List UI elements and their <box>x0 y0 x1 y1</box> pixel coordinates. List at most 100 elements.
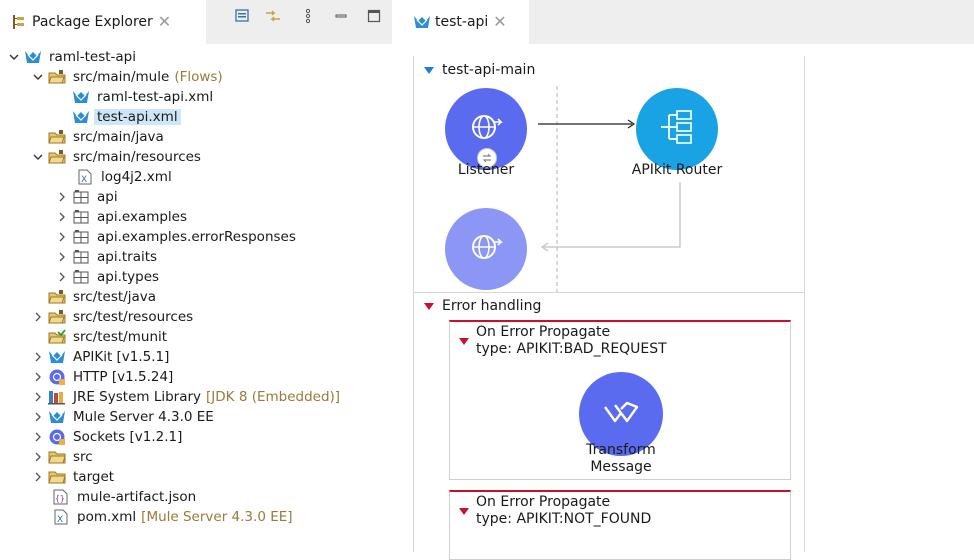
tree-item-log4j2-xml[interactable]: X log4j2.xml <box>74 167 175 187</box>
collapse-triangle-icon[interactable] <box>424 302 434 310</box>
tree-item-decoration: [JDK 8 (Embedded)] <box>206 389 341 405</box>
router-icon <box>657 109 697 149</box>
tree-item-label: pom.xml <box>77 509 137 525</box>
tree-item-target[interactable]: target <box>30 467 117 487</box>
chevron-right-icon[interactable] <box>54 227 70 247</box>
chevron-down-icon[interactable] <box>30 147 46 167</box>
tree-item-src-test-munit[interactable]: src/test/munit <box>46 327 170 347</box>
transform-icon <box>601 397 641 431</box>
tree-item-api-traits[interactable]: api.traits <box>54 247 160 267</box>
chevron-right-icon[interactable] <box>30 427 46 447</box>
transform-message-node[interactable] <box>579 372 663 456</box>
tree-item-api-examples-errorresponses[interactable]: api.examples.errorResponses <box>54 227 299 247</box>
on-error-title: On Error Propagate <box>476 494 611 510</box>
tab-test-api[interactable]: test-api ✕ <box>401 0 529 44</box>
chevron-right-icon[interactable] <box>30 467 46 487</box>
tree-item-src-main-mule[interactable]: src/main/mule (Flows) <box>30 67 223 87</box>
package-icon <box>70 267 92 287</box>
chevron-right-icon[interactable] <box>30 347 46 367</box>
editor-tab-title: test-api <box>435 14 489 30</box>
minimize-icon[interactable] <box>331 6 351 26</box>
svg-text:X: X <box>81 175 87 185</box>
tree-item-label: src/test/java <box>73 289 157 305</box>
chevron-right-icon[interactable] <box>30 387 46 407</box>
source-folder-icon <box>46 287 68 307</box>
tree-item-mule-artifact-json[interactable]: {} mule-artifact.json <box>50 487 199 507</box>
mule-config-icon <box>70 87 92 107</box>
tree-item-pom-xml[interactable]: X pom.xml [Mule Server 4.3.0 EE] <box>50 507 293 527</box>
flow-header[interactable]: test-api-main <box>424 62 535 78</box>
close-icon[interactable]: ✕ <box>493 12 507 31</box>
mule-library-icon <box>46 347 68 367</box>
tree-item-test-api-xml[interactable]: test-api.xml <box>70 107 181 127</box>
close-icon[interactable]: ✕ <box>157 12 172 31</box>
tree-item-label: api.types <box>97 269 160 285</box>
tree-item-src-main-resources[interactable]: src/main/resources <box>30 147 204 167</box>
connector-library-icon <box>46 367 68 387</box>
tab-package-explorer[interactable]: Package Explorer ✕ <box>0 0 206 44</box>
tree-item-label: api.traits <box>97 249 158 265</box>
tree-item-raml-test-api-xml[interactable]: raml-test-api.xml <box>70 87 216 107</box>
tree-item-http[interactable]: HTTP [v1.5.24] <box>30 367 176 387</box>
collapse-all-icon[interactable] <box>232 6 252 26</box>
collapse-triangle-icon[interactable] <box>424 66 434 74</box>
chevron-right-icon[interactable] <box>30 307 46 327</box>
source-folder-icon <box>46 307 68 327</box>
chevron-right-icon[interactable] <box>54 267 70 287</box>
transform-message-label: Transform Message <box>550 442 692 476</box>
apikit-router-node[interactable] <box>636 88 718 170</box>
tree-item-api[interactable]: api <box>54 187 121 207</box>
view-menu-icon[interactable] <box>298 6 318 26</box>
transform-label-line1: Transform <box>586 442 656 458</box>
tree-item-jre-system-library[interactable]: JRE System Library [JDK 8 (Embedded)] <box>30 387 340 407</box>
xml-file-icon: X <box>74 167 96 187</box>
tree-item-apikit[interactable]: APIKit [v1.5.1] <box>30 347 172 367</box>
tree-item-src-test-resources[interactable]: src/test/resources <box>30 307 196 327</box>
tree-item-sockets[interactable]: Sockets [v1.2.1] <box>30 427 185 447</box>
chevron-right-icon[interactable] <box>54 247 70 267</box>
collapse-triangle-icon[interactable] <box>459 508 469 515</box>
return-arrow <box>544 182 681 248</box>
chevron-right-icon[interactable] <box>54 187 70 207</box>
globe-icon <box>467 228 505 270</box>
tree-item-label: api.examples <box>97 209 188 225</box>
folder-icon <box>46 447 68 467</box>
collapse-triangle-icon[interactable] <box>459 338 469 345</box>
on-error-type: type: APIKIT:NOT_FOUND <box>476 511 652 527</box>
chevron-down-icon[interactable] <box>6 47 22 67</box>
chevron-right-icon[interactable] <box>30 407 46 427</box>
tree-item-mule-server[interactable]: Mule Server 4.3.0 EE <box>30 407 217 427</box>
tree-item-src-test-java[interactable]: src/test/java <box>46 287 159 307</box>
chevron-right-icon[interactable] <box>54 207 70 227</box>
package-explorer-title: Package Explorer <box>32 14 153 30</box>
tree-item-src-main-java[interactable]: src/main/java <box>46 127 167 147</box>
tree-item-src[interactable]: src <box>30 447 96 467</box>
on-error-propagate-block[interactable]: On Error Propagate type: APIKIT:NOT_FOUN… <box>449 490 791 560</box>
tree-item-label: target <box>73 469 115 485</box>
folder-icon <box>46 467 68 487</box>
mule-config-icon <box>411 13 433 31</box>
flow-connectors <box>538 86 681 292</box>
chevron-right-icon[interactable] <box>30 367 46 387</box>
svg-text:{}: {} <box>55 494 65 503</box>
maximize-icon[interactable] <box>364 6 384 26</box>
chevron-right-icon[interactable] <box>30 447 46 467</box>
on-error-propagate-block[interactable]: On Error Propagate type: APIKIT:BAD_REQU… <box>449 320 791 480</box>
mule-project-icon <box>22 47 44 67</box>
mule-config-icon <box>70 107 92 127</box>
svg-text:X: X <box>57 515 63 525</box>
tree-item-decoration: (Flows) <box>174 69 223 85</box>
tree-item-api-examples[interactable]: api.examples <box>54 207 190 227</box>
package-icon <box>70 227 92 247</box>
xml-file-icon: X <box>50 507 72 527</box>
tree-item-raml-test-api[interactable]: raml-test-api <box>6 47 139 67</box>
link-with-editor-icon[interactable] <box>263 6 283 26</box>
tree-item-label: src/test/munit <box>73 329 168 345</box>
tree-item-label: log4j2.xml <box>101 169 172 185</box>
arrow-head-icon <box>627 119 636 129</box>
flow-canvas[interactable]: test-api-main Listener APIkit Router <box>413 56 805 560</box>
error-handling-header[interactable]: Error handling <box>424 298 541 314</box>
tree-item-api-types[interactable]: api.types <box>54 267 162 287</box>
listener-response-node[interactable] <box>445 208 527 290</box>
chevron-down-icon[interactable] <box>30 67 46 87</box>
